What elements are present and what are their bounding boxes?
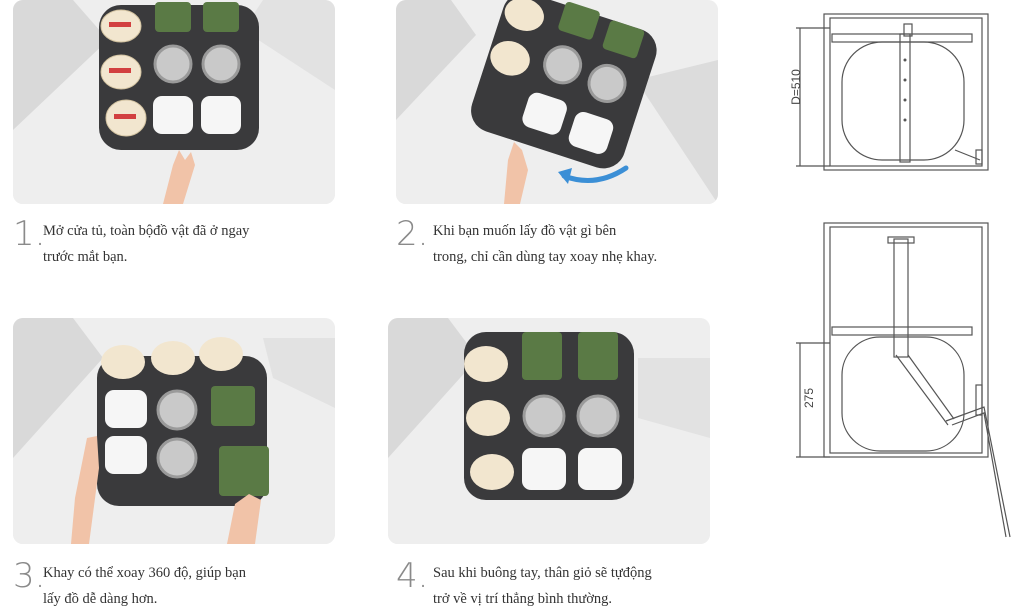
step-text-line-1: Sau khi buông tay, thân giỏ sẽ tựđộng — [433, 565, 652, 581]
step-text-line-1: Mở cửa tủ, toàn bộđồ vật đã ở ngay — [43, 223, 250, 239]
step-number: 3. — [13, 556, 46, 596]
step-4: 4. Sau khi buông tay, thân giỏ sẽ tựđộng… — [396, 556, 726, 612]
step-1: 1. Mở cửa tủ, toàn bộđồ vật đã ở ngay tr… — [13, 214, 343, 278]
step-number: 2. — [396, 214, 429, 254]
step-description: Sau khi buông tay, thân giỏ sẽ tựđộng tr… — [433, 560, 652, 612]
height-label: 275 — [802, 387, 816, 408]
step-number: 4. — [396, 556, 429, 596]
depth-label: D=510 — [788, 69, 803, 105]
step-text-line-1: Khay có thể xoay 360 độ, giúp bạn — [43, 565, 246, 581]
step-2: 2. Khi bạn muốn lấy đồ vật gì bên trong,… — [396, 214, 726, 278]
diagram-bottom: 275 — [770, 215, 1024, 545]
photo-step-2 — [396, 0, 718, 204]
step-description: Mở cửa tủ, toàn bộđồ vật đã ở ngay trước… — [43, 218, 249, 270]
step-description: Khi bạn muốn lấy đồ vật gì bên trong, ch… — [433, 218, 657, 270]
step-text-line-2: lấy đồ dễ dàng hơn. — [43, 591, 158, 607]
photo-step-1 — [13, 0, 335, 204]
step-number: 1. — [13, 214, 46, 254]
step-text-line-2: trở về vị trí thẳng bình thường. — [433, 591, 613, 607]
photo-step-3 — [13, 318, 335, 544]
step-text-line-2: trước mắt bạn. — [43, 249, 128, 265]
step-3: 3. Khay có thể xoay 360 độ, giúp bạn lấy… — [13, 556, 343, 612]
step-text-line-2: trong, chỉ cần dùng tay xoay nhẹ khay. — [433, 249, 658, 265]
step-description: Khay có thể xoay 360 độ, giúp bạn lấy đồ… — [43, 560, 246, 612]
step-text-line-1: Khi bạn muốn lấy đồ vật gì bên — [433, 223, 617, 239]
photo-step-4 — [388, 318, 710, 544]
diagram-top: D=510 — [770, 0, 1024, 185]
